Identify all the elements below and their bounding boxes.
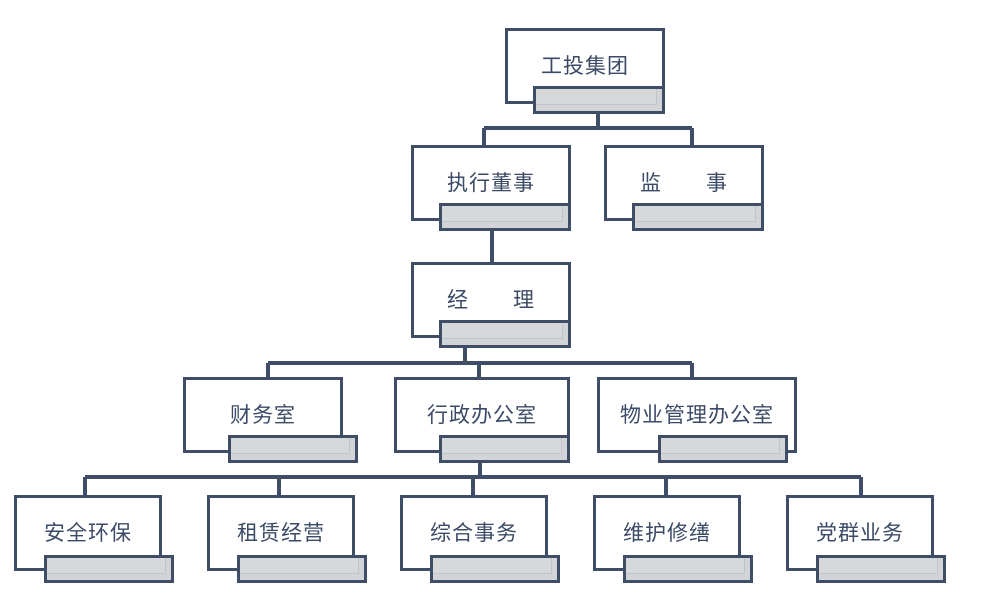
node-label: 行政办公室	[427, 403, 537, 427]
node-label: 监 事	[640, 171, 728, 195]
node-shadow-bar	[439, 435, 570, 463]
node-执行董事[interactable]: 执行董事	[411, 145, 571, 231]
node-监事[interactable]: 监 事	[604, 145, 764, 231]
edge-root-to-row2	[482, 104, 694, 145]
node-box[interactable]: 行政办公室	[394, 377, 570, 453]
node-label: 财务室	[230, 403, 296, 427]
node-财务室[interactable]: 财务室	[183, 377, 358, 463]
node-box[interactable]: 执行董事	[411, 145, 571, 221]
node-物业管理办公室[interactable]: 物业管理办公室	[597, 377, 797, 463]
node-label: 党群业务	[816, 521, 904, 545]
node-综合事务[interactable]: 综合事务	[400, 495, 560, 583]
node-shadow-bar	[658, 435, 788, 463]
node-shadow-bar	[228, 435, 358, 463]
node-shadow-bar	[623, 555, 753, 583]
node-shadow-bar	[44, 555, 174, 583]
node-label: 工投集团	[541, 54, 629, 78]
node-label: 物业管理办公室	[620, 403, 774, 427]
node-label: 执行董事	[447, 171, 535, 195]
node-label: 租赁经营	[237, 521, 325, 545]
node-label: 安全环保	[44, 521, 132, 545]
node-shadow-bar	[816, 555, 946, 583]
node-shadow-bar	[533, 86, 665, 114]
node-shadow-bar	[237, 555, 367, 583]
node-行政办公室[interactable]: 行政办公室	[394, 377, 570, 463]
node-label: 维护修缮	[623, 521, 711, 545]
node-shadow-bar	[439, 320, 571, 348]
node-shadow-bar	[439, 203, 571, 231]
node-shadow-bar	[430, 555, 560, 583]
node-租赁经营[interactable]: 租赁经营	[207, 495, 367, 583]
node-维护修缮[interactable]: 维护修缮	[593, 495, 753, 583]
node-工投集团[interactable]: 工投集团	[505, 28, 665, 114]
node-经理[interactable]: 经 理	[411, 262, 571, 348]
node-label: 综合事务	[430, 521, 518, 545]
node-label: 经 理	[447, 288, 535, 312]
node-党群业务[interactable]: 党群业务	[786, 495, 946, 583]
edge-admin-to-row5	[83, 453, 863, 495]
edge-manager-to-row4	[266, 338, 694, 377]
node-shadow-bar	[632, 203, 764, 231]
node-安全环保[interactable]: 安全环保	[14, 495, 174, 583]
